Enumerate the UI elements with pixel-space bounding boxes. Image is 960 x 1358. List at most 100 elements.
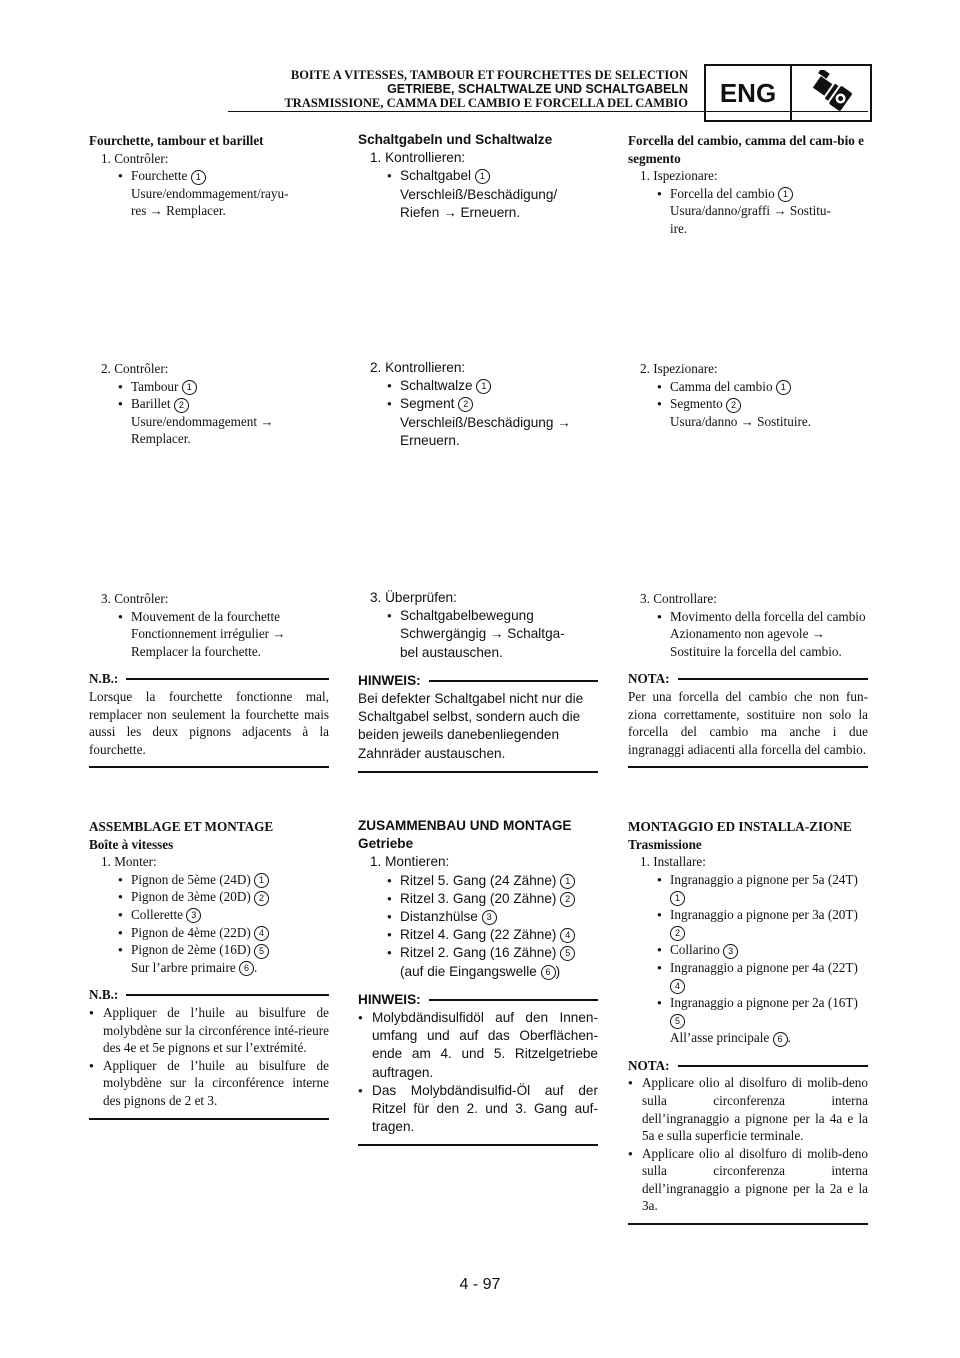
callout-number: 2: [458, 397, 474, 413]
list-item: Ritzel 4. Gang (22 Zähne) 4: [358, 926, 598, 945]
note-item: Applicare olio al disolfuro di molib-den…: [628, 1074, 868, 1144]
list-item: Ingranaggio a pignone per 5a (24T) 1: [628, 871, 868, 906]
note-item: Appliquer de l’huile au bisulfure de mol…: [89, 1004, 329, 1057]
callout-number: 2: [560, 891, 576, 907]
list-item: Schaltgabelbewegung: [358, 607, 598, 625]
step: 2. Contrôler:: [101, 361, 169, 376]
note: HINWEIS: Bei defekter Schaltgabel nicht …: [358, 672, 598, 773]
list-item: Tambour 1: [89, 378, 329, 396]
section-subtitle: Boîte à vitesses: [89, 836, 174, 852]
note-heading: HINWEIS:: [358, 672, 421, 688]
list-item: Ingranaggio a pignone per 2a (16T) 5: [628, 994, 868, 1029]
note-item: Appliquer de l’huile au bisulfure de mol…: [89, 1057, 329, 1110]
callout-number: 1: [474, 169, 490, 185]
section-title: Forcella del cambio, camma del cam-bio e…: [628, 133, 864, 166]
detail: bel austauschen.: [400, 644, 503, 660]
callout-number: 1: [775, 380, 791, 396]
detail: Usure/endommagement/rayu-: [131, 185, 289, 201]
detail: Remplacer.: [131, 431, 191, 447]
engine-crankshaft-icon: [792, 66, 870, 120]
list-item: Ingranaggio a pignone per 3a (20T) 2: [628, 906, 868, 942]
section-title: Schaltgabeln und Schaltwalze: [358, 132, 553, 147]
list-item: Ritzel 2. Gang (16 Zähne) 5: [358, 944, 598, 963]
note: HINWEIS: Molybdändisulfidöl auf den Inne…: [358, 991, 598, 1147]
section-title: ASSEMBLAGE ET MONTAGE: [89, 819, 274, 834]
it-assembly: MONTAGGIO ED INSTALLA-ZIONE Trasmissione…: [628, 818, 868, 1226]
fr-inspect-drum: 2. Contrôler: Tambour 1 Barillet 2 Usure…: [89, 360, 329, 448]
detail: Usura/danno/graffi → Sostitu-: [670, 203, 831, 219]
note: N.B.: Appliquer de l’huile au bisulfure …: [89, 986, 329, 1120]
callout-number: 1: [778, 187, 794, 203]
detail: Azionamento non agevole →: [670, 626, 825, 642]
note-text: Bei defekter Schaltgabel nicht nur die S…: [358, 691, 584, 761]
list-item: Segmento 2: [628, 395, 868, 413]
step: 1. Installare:: [640, 854, 706, 870]
list-item: Pignon de 4ème (22D) 4: [89, 924, 329, 942]
list-item: Pignon de 3ème (20D) 2: [89, 888, 329, 906]
list-item: Movimento della forcella del cambio: [628, 608, 868, 626]
note: NOTA: Applicare olio al disolfuro di mol…: [628, 1057, 868, 1226]
note-heading: NOTA:: [628, 671, 670, 687]
header-title-de: GETRIEBE, SCHALTWALZE UND SCHALTGABELN: [387, 82, 688, 96]
list-item: Camma del cambio 1: [628, 378, 868, 396]
fr-assembly: ASSEMBLAGE ET MONTAGE Boîte à vitesses 1…: [89, 818, 329, 1120]
step: 3. Controllare:: [640, 591, 717, 606]
list-item: Forcella del cambio 1: [628, 185, 868, 203]
section-badge-label: ENG: [706, 66, 792, 120]
note-item: Das Molybdändisulfid-Öl auf der Ritzel f…: [358, 1082, 598, 1137]
section-subtitle: Trasmissione: [628, 836, 702, 852]
callout-number: 2: [670, 926, 685, 942]
callout-number: 3: [481, 909, 497, 925]
note: NOTA: Per una forcella del cambio che no…: [628, 670, 868, 769]
de-check-fork-movement: 3. Überprüfen: Schaltgabelbewegung Schwe…: [358, 589, 598, 773]
callout-number: 6: [772, 1031, 788, 1047]
step: 1. Contrôler:: [101, 150, 169, 166]
detail: res → Remplacer.: [131, 203, 226, 219]
callout-number: 1: [560, 873, 576, 889]
note-heading: N.B.:: [89, 671, 119, 687]
callout-number: 4: [254, 926, 270, 942]
detail: Usure/endommagement →: [131, 413, 274, 429]
note-item: Applicare olio al disolfuro di molib-den…: [628, 1145, 868, 1215]
list-item: Distanzhülse 3: [358, 908, 598, 926]
detail: Riefen → Erneuern.: [400, 204, 521, 220]
detail: Usura/danno → Sostituire.: [670, 413, 812, 429]
callout-number: 3: [186, 908, 202, 924]
list-item: Mouvement de la fourchette: [89, 608, 329, 626]
callout-number: 1: [181, 380, 197, 396]
step: 3. Überprüfen:: [370, 590, 457, 605]
list-item: Collarino 3: [628, 941, 868, 959]
detail: Erneuern.: [400, 432, 460, 448]
list-item: Schaltgabel 1: [358, 167, 598, 186]
note-item: Molybdändisulfidöl auf den Innen-umfang …: [358, 1009, 598, 1082]
list-item: Collerette 3: [89, 906, 329, 924]
note-text: Per una forcella del cambio che non fun-…: [628, 688, 868, 757]
fr-check-fork-movement: 3. Contrôler: Mouvement de la fourchette…: [89, 590, 329, 769]
detail: Sostituire la forcella del cambio.: [670, 643, 842, 659]
callout-number: 5: [670, 1014, 685, 1029]
note-heading: HINWEIS:: [358, 991, 421, 1007]
list-item: Ritzel 5. Gang (24 Zähne) 1: [358, 872, 598, 890]
callout-number: 2: [726, 397, 742, 413]
callout-number: 6: [540, 964, 556, 980]
step: 1. Monter:: [101, 854, 157, 870]
list-item: Barillet 2: [89, 395, 329, 413]
header-title-fr: BOITE A VITESSES, TAMBOUR ET FOURCHETTES…: [290, 68, 688, 82]
de-inspect-drum: 2. Kontrollieren: Schaltwalze 1 Segment …: [358, 359, 598, 450]
detail: Schwergängig → Schaltga-: [400, 626, 565, 642]
list-item: Segment 2: [358, 395, 598, 414]
callout-number: 4: [670, 978, 685, 994]
detail: Verschleiß/Beschädigung →: [400, 414, 571, 430]
step: 3. Contrôler:: [101, 591, 169, 606]
page-number: 4 - 97: [459, 1276, 501, 1293]
callout-number: 5: [560, 946, 576, 962]
callout-number: 2: [254, 890, 270, 906]
callout-number: 4: [560, 928, 576, 944]
section-title: Fourchette, tambour et barillet: [89, 133, 264, 148]
note-text: Lorsque la fourchette fonctionne mal, re…: [89, 688, 329, 757]
list-item: Ingranaggio a pignone per 4a (22T) 4: [628, 959, 868, 994]
callout-number: 1: [190, 169, 206, 185]
list-item: Pignon de 2ème (16D) 5: [89, 941, 329, 959]
step: 2. Ispezionare:: [640, 361, 718, 376]
callout-number: 2: [173, 397, 189, 413]
